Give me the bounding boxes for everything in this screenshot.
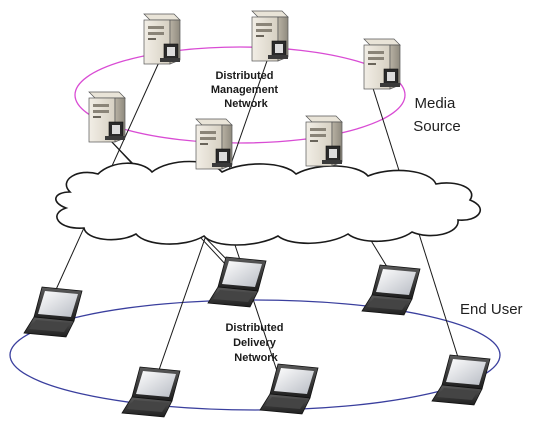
laptop-3-icon: [361, 264, 421, 316]
server-4-icon: [88, 91, 126, 143]
delivery-label-line-1: Distributed: [225, 322, 283, 334]
delivery-network-ring: [9, 299, 501, 411]
delivery-label-line-3: Network: [234, 352, 278, 364]
management-label-line-1: Distributed: [215, 70, 273, 82]
media-source-line-2: Source: [413, 118, 461, 135]
management-label-line-2: Management: [211, 84, 279, 96]
server-5-icon: [195, 118, 233, 170]
server-1-icon: [143, 13, 181, 65]
laptop-layer: [23, 256, 491, 418]
laptop-1-icon: [23, 286, 83, 338]
media-source-label: Media Source: [413, 95, 461, 135]
server-3-icon: [363, 38, 401, 90]
internet-cloud: [55, 160, 482, 246]
laptop-4-icon: [121, 366, 181, 418]
server-layer: [88, 10, 401, 170]
delivery-network-label: Distributed Delivery Network: [225, 322, 286, 364]
management-network-ring: [74, 46, 406, 144]
laptop-2-icon: [207, 256, 267, 308]
delivery-label-line-2: Delivery: [233, 337, 277, 349]
laptop-5-icon: [259, 363, 319, 415]
server-6-icon: [305, 115, 343, 167]
media-source-line-1: Media: [414, 95, 456, 112]
end-user-label: End User: [460, 301, 523, 318]
management-network-label: Distributed Management Network: [211, 70, 281, 110]
server-2-icon: [251, 10, 289, 62]
management-label-line-3: Network: [224, 98, 268, 110]
laptop-6-icon: [431, 354, 491, 406]
